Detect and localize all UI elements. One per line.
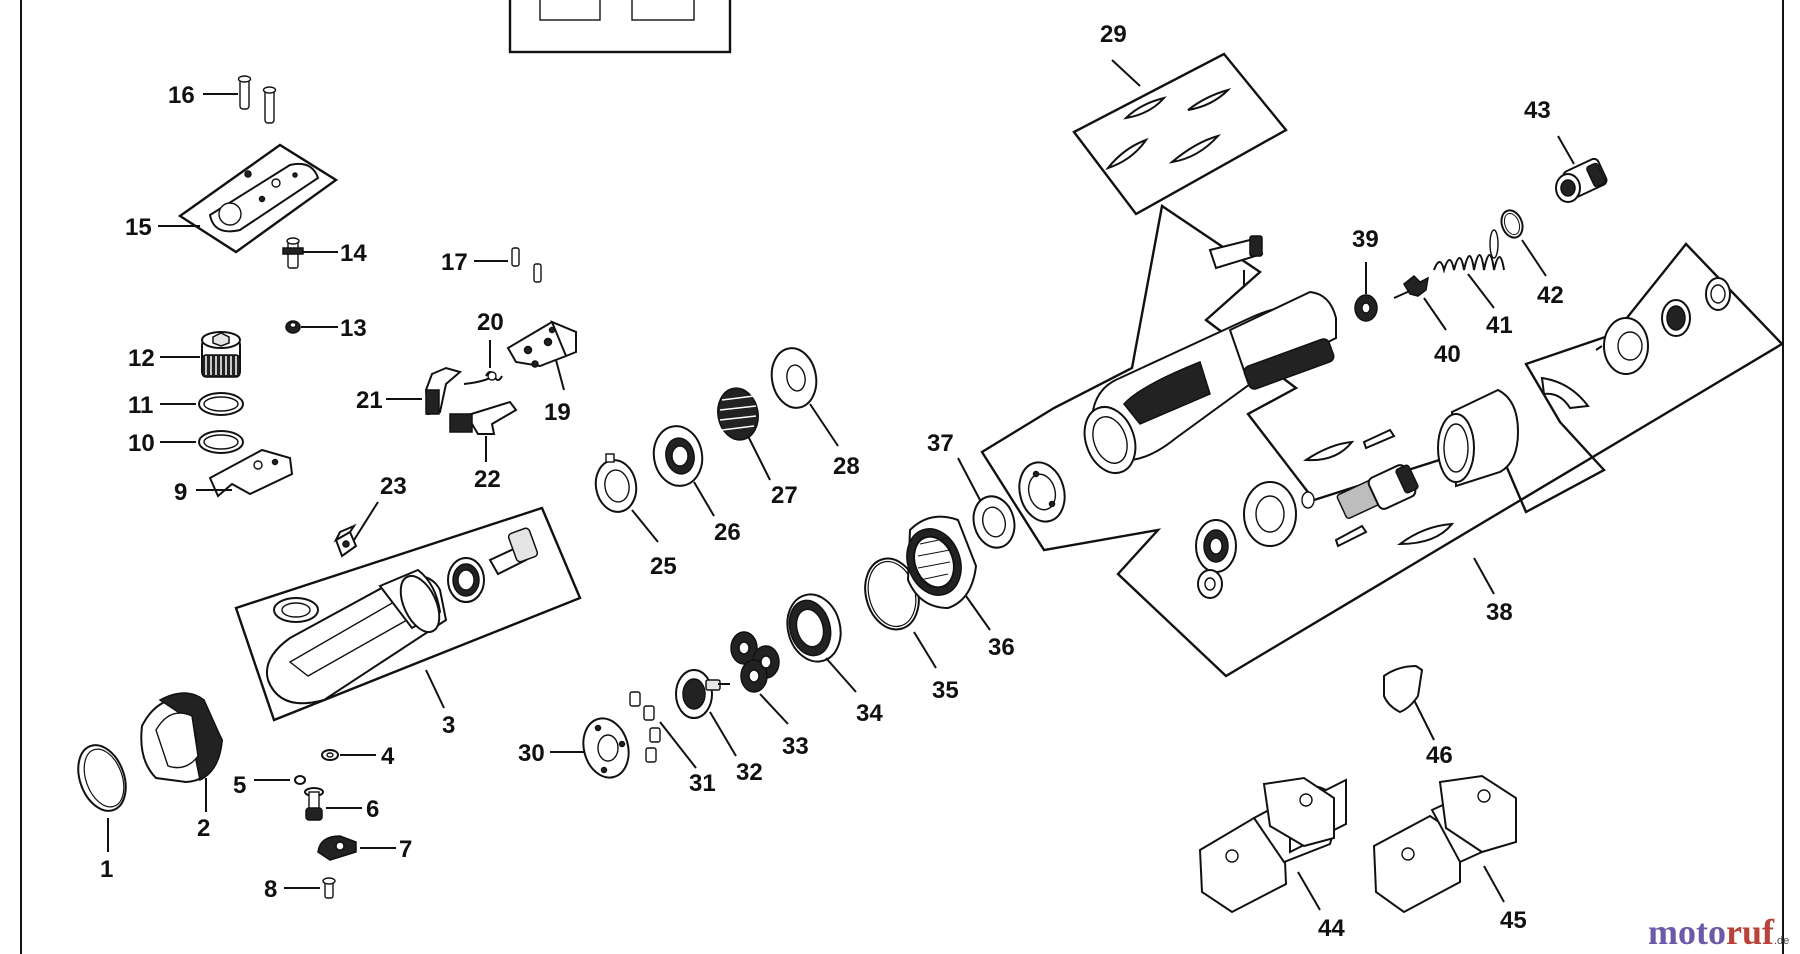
callout-43: 43: [1524, 97, 1551, 124]
callout-20: 20: [477, 309, 504, 336]
part-19-bracket: [506, 320, 578, 368]
callout-25: 25: [650, 553, 677, 580]
part-35-o-ring: [864, 557, 920, 631]
part-39-washer: [1354, 294, 1378, 322]
part-22-lever: [449, 400, 518, 435]
callout-1: 1: [100, 856, 113, 883]
part-32-planet-carrier: [675, 669, 730, 719]
part-26-gear-housing: [652, 425, 704, 487]
callout-37: 37: [927, 430, 954, 457]
part-15-plate: [177, 143, 339, 254]
part-11-washer: [198, 392, 244, 416]
watermark-part1: moto: [1648, 912, 1726, 952]
part-5-ring: [294, 775, 306, 785]
callout-19: 19: [544, 399, 571, 426]
callout-3: 3: [442, 712, 455, 739]
part-21-lever: [424, 366, 463, 416]
callout-8: 8: [264, 876, 277, 903]
callout-17: 17: [441, 249, 468, 276]
callout-13: 13: [340, 315, 367, 342]
part-45-hex-adapter: [1372, 774, 1517, 914]
callout-42: 42: [1537, 282, 1564, 309]
callout-39: 39: [1352, 226, 1379, 253]
part-4-washer: [321, 749, 339, 761]
part-8-screw: [322, 877, 336, 899]
callout-5: 5: [233, 772, 246, 799]
part-28-washer: [770, 347, 818, 409]
part-40-spindle: [1393, 274, 1429, 299]
part-1-ring: [77, 744, 127, 812]
callout-2: 2: [197, 815, 210, 842]
part-20-spring: [463, 371, 503, 385]
part-25-retainer: [594, 453, 638, 513]
callout-30: 30: [518, 740, 545, 767]
callout-16: 16: [168, 82, 195, 109]
callout-9: 9: [174, 479, 187, 506]
svg-text:motoruf.de: motoruf.de: [1648, 912, 1789, 952]
top-inset-box: [508, 0, 732, 54]
callout-21: 21: [356, 387, 383, 414]
part-16-screws: [237, 75, 277, 124]
callout-28: 28: [833, 453, 860, 480]
callout-44: 44: [1318, 915, 1345, 942]
part-17-pins: [511, 247, 542, 283]
callout-41: 41: [1486, 312, 1513, 339]
callout-4: 4: [381, 743, 395, 770]
callout-38: 38: [1486, 599, 1513, 626]
part-34-ring-gear: [786, 593, 842, 663]
callout-29: 29: [1100, 21, 1127, 48]
part-37-washer: [972, 495, 1016, 549]
part-9-plate: [208, 448, 294, 498]
watermark-logo: motoruf.de: [1648, 912, 1789, 952]
callout-6: 6: [366, 796, 379, 823]
watermark-suffix: .de: [1774, 935, 1789, 947]
callout-14: 14: [340, 240, 367, 267]
part-2-ratchet-ring: [140, 692, 224, 784]
part-42-o-ring: [1500, 209, 1524, 239]
callout-22: 22: [474, 466, 501, 493]
part-43-fitting: [1555, 157, 1608, 203]
part-3-head-assembly: [234, 506, 582, 722]
part-31-rollers: [629, 691, 661, 763]
part-46-gasket: [1383, 664, 1424, 714]
callout-31: 31: [689, 770, 716, 797]
callout-26: 26: [714, 519, 741, 546]
callout-40: 40: [1434, 341, 1461, 368]
part-30-carrier: [582, 717, 630, 779]
callout-12: 12: [128, 345, 155, 372]
callout-10: 10: [128, 430, 155, 457]
callout-46: 46: [1426, 742, 1453, 769]
part-12-knob: [201, 331, 241, 378]
part-38-motor-assembly: [980, 203, 1784, 678]
callout-34: 34: [856, 700, 883, 727]
callout-33: 33: [782, 733, 809, 760]
part-29-pads: [1072, 52, 1288, 216]
part-44-hex-adapter: [1198, 776, 1347, 914]
part-10-washer: [198, 430, 244, 454]
watermark-part2: ruf: [1726, 912, 1775, 952]
part-27-gear: [717, 387, 759, 441]
part-23-block: [333, 523, 358, 558]
callout-36: 36: [988, 634, 1015, 661]
part-13-nut: [285, 320, 301, 334]
part-14-pin: [282, 237, 304, 269]
callout-32: 32: [736, 759, 763, 786]
callout-23: 23: [380, 473, 407, 500]
callout-11: 11: [128, 392, 153, 419]
part-6-pin: [304, 787, 324, 821]
callout-7: 7: [399, 836, 412, 863]
callout-27: 27: [771, 482, 798, 509]
part-7-cam: [317, 835, 357, 861]
callout-15: 15: [125, 214, 152, 241]
callout-45: 45: [1500, 907, 1527, 934]
callout-35: 35: [932, 677, 959, 704]
part-33-planet-gears: [730, 631, 780, 693]
part-36-nut-housing: [906, 515, 978, 610]
part-41-spring: [1433, 229, 1505, 274]
